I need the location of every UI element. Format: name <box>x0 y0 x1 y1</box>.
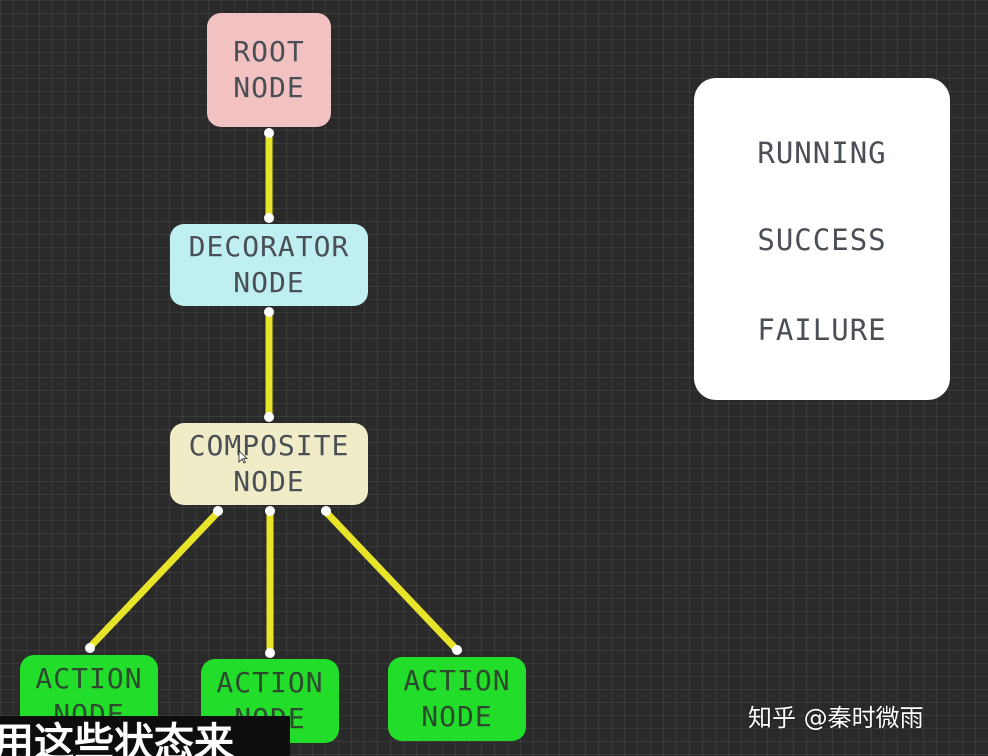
root-node-label-1: ROOT <box>233 35 305 68</box>
status-failure: FAILURE <box>757 313 887 347</box>
decorator-node-label-1: DECORATOR <box>188 230 350 263</box>
port-action1-top <box>85 643 95 653</box>
action-node-3-label-1: ACTION <box>403 664 511 697</box>
action-node-1-label-1: ACTION <box>35 662 143 695</box>
composite-node-label-1: COMPOSITE <box>188 429 350 462</box>
decorator-node-label-2: NODE <box>233 266 305 299</box>
port-composite-out-1 <box>213 506 223 516</box>
status-success: SUCCESS <box>757 223 887 257</box>
decorator-node[interactable]: DECORATOR NODE <box>170 224 368 306</box>
port-decorator-top <box>264 213 274 223</box>
action-node-3-label-2: NODE <box>421 700 493 733</box>
port-composite-out-2 <box>265 506 275 516</box>
video-subtitle: 用这些状态来 <box>0 716 290 756</box>
status-list-box: RUNNING SUCCESS FAILURE <box>694 78 950 400</box>
root-node-label-2: NODE <box>233 71 305 104</box>
video-subtitle-text: 用这些状态来 <box>0 720 234 756</box>
port-action3-top <box>452 645 462 655</box>
port-decorator-bottom <box>264 307 274 317</box>
composite-node[interactable]: COMPOSITE NODE <box>170 423 368 505</box>
port-composite-top <box>264 412 274 422</box>
status-running: RUNNING <box>757 136 887 170</box>
action-node-3[interactable]: ACTION NODE <box>388 657 526 741</box>
composite-node-label-2: NODE <box>233 465 305 498</box>
edge-composite-action3 <box>323 509 460 653</box>
root-node[interactable]: ROOT NODE <box>207 13 331 127</box>
port-action2-top <box>265 648 275 658</box>
port-composite-out-3 <box>321 506 331 516</box>
port-root-bottom <box>264 128 274 138</box>
edge-composite-action1 <box>87 509 221 650</box>
mouse-pointer-icon <box>238 450 248 464</box>
action-node-2-label-1: ACTION <box>216 666 324 699</box>
watermark: 知乎 @秦时微雨 <box>748 704 924 732</box>
